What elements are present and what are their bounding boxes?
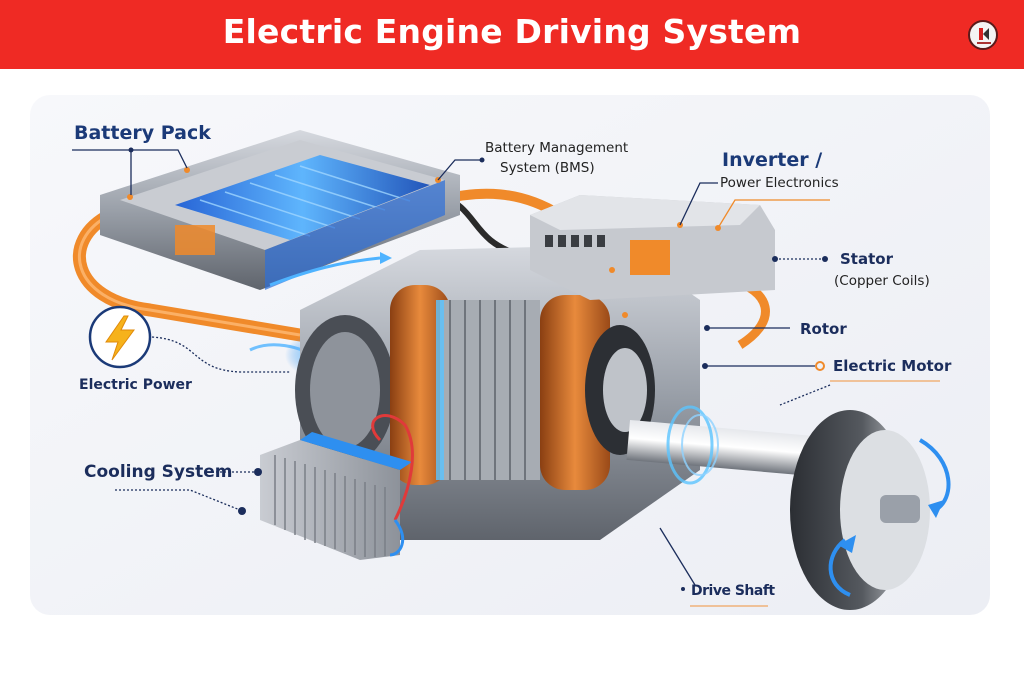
page-title: Electric Engine Driving System — [222, 12, 802, 51]
label-inverter: Inverter / — [722, 149, 823, 171]
label-battery-pack: Battery Pack — [74, 122, 211, 144]
lightning-bolt-icon — [88, 305, 152, 369]
diagram-canvas: Battery Pack Battery Management System (… — [0, 69, 1024, 683]
brand-logo-icon — [968, 20, 998, 50]
label-electric-power: Electric Power — [79, 377, 192, 393]
label-stator: Stator — [840, 250, 893, 268]
ev-drivetrain-illustration — [30, 95, 990, 615]
wheel-illustration — [790, 410, 951, 610]
battery-pack-illustration — [100, 130, 460, 290]
label-cooling-system: Cooling System — [84, 462, 233, 482]
label-bms-line2: System (BMS) — [500, 160, 595, 176]
electric-motor-illustration — [295, 195, 775, 540]
cooling-system-illustration — [260, 414, 414, 560]
label-drive-shaft: Drive Shaft — [691, 583, 775, 599]
label-electric-motor: Electric Motor — [833, 357, 952, 375]
label-rotor: Rotor — [800, 320, 847, 338]
label-power-electronics: Power Electronics — [720, 175, 839, 191]
title-banner: Electric Engine Driving System — [0, 0, 1024, 69]
label-bms-line1: Battery Management — [485, 140, 629, 156]
label-copper-coils: (Copper Coils) — [834, 273, 930, 289]
